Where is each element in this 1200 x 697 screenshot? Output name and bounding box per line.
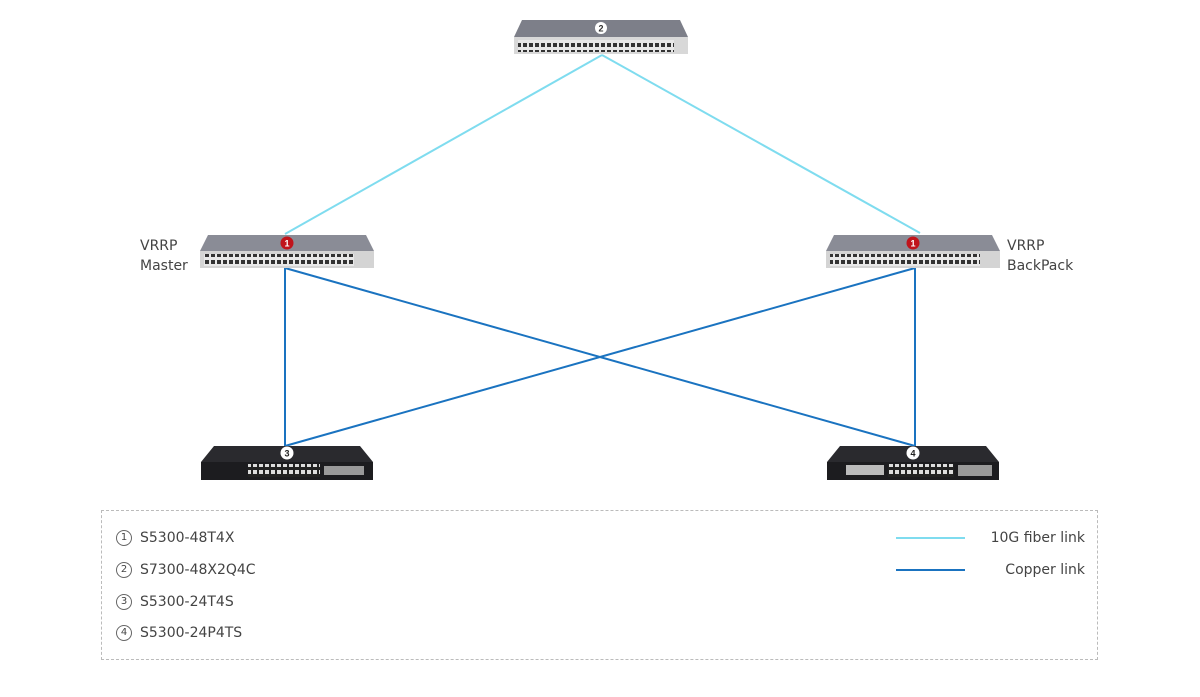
badge-label: 3 xyxy=(284,449,289,459)
switch-access-4[interactable] xyxy=(827,446,999,480)
fiber-swatch xyxy=(896,537,965,539)
badge xyxy=(906,446,920,460)
legend-text: S5300-24P4TS xyxy=(140,625,243,641)
label-line: Master xyxy=(140,258,188,274)
badge xyxy=(280,446,294,460)
badge-label: 1 xyxy=(284,239,289,249)
legend: 1 S5300-48T4X 2 S7300-48X2Q4C 3 S5300-24T4S… xyxy=(101,510,1098,660)
badge xyxy=(906,236,920,250)
legend-item: 4 S5300-24P4TS xyxy=(116,625,242,641)
label-vrrp-backup: VRRP BackPack xyxy=(1007,236,1073,276)
legend-text: S5300-48T4X xyxy=(140,530,235,546)
legend-text: S5300-24T4S xyxy=(140,594,234,610)
number-circle: 4 xyxy=(116,625,132,641)
copper-links xyxy=(284,267,916,447)
legend-text: S7300-48X2Q4C xyxy=(140,562,256,578)
switch-access-3[interactable] xyxy=(201,446,373,480)
legend-item: 2 S7300-48X2Q4C xyxy=(116,562,256,578)
legend-copper: Copper link xyxy=(896,562,1085,578)
legend-text: 10G fiber link xyxy=(990,530,1085,546)
label-vrrp-master: VRRP Master xyxy=(140,236,188,276)
legend-item: 3 S5300-24T4S xyxy=(116,594,234,610)
label-line: VRRP xyxy=(140,238,178,254)
badge-label: 4 xyxy=(910,449,915,459)
number-circle: 2 xyxy=(116,562,132,578)
badge xyxy=(595,22,607,34)
legend-text: Copper link xyxy=(1005,562,1085,578)
copper-link xyxy=(284,267,916,447)
label-line: VRRP xyxy=(1007,238,1045,254)
legend-item: 1 S5300-48T4X xyxy=(116,530,234,546)
switch-vrrp-master[interactable] xyxy=(200,235,374,268)
fiber-link xyxy=(601,54,921,234)
badge-label: 1 xyxy=(910,239,915,249)
copper-swatch xyxy=(896,569,965,571)
number-circle: 3 xyxy=(116,594,132,610)
badge xyxy=(280,236,294,250)
legend-fiber: 10G fiber link xyxy=(896,530,1085,546)
label-line: BackPack xyxy=(1007,258,1074,274)
fiber-link xyxy=(284,54,603,235)
switch-vrrp-backup[interactable] xyxy=(826,235,1000,268)
number-circle: 1 xyxy=(116,530,132,546)
fiber-links xyxy=(284,54,921,235)
switch-core[interactable] xyxy=(514,20,688,54)
badge-label: 2 xyxy=(598,24,603,34)
